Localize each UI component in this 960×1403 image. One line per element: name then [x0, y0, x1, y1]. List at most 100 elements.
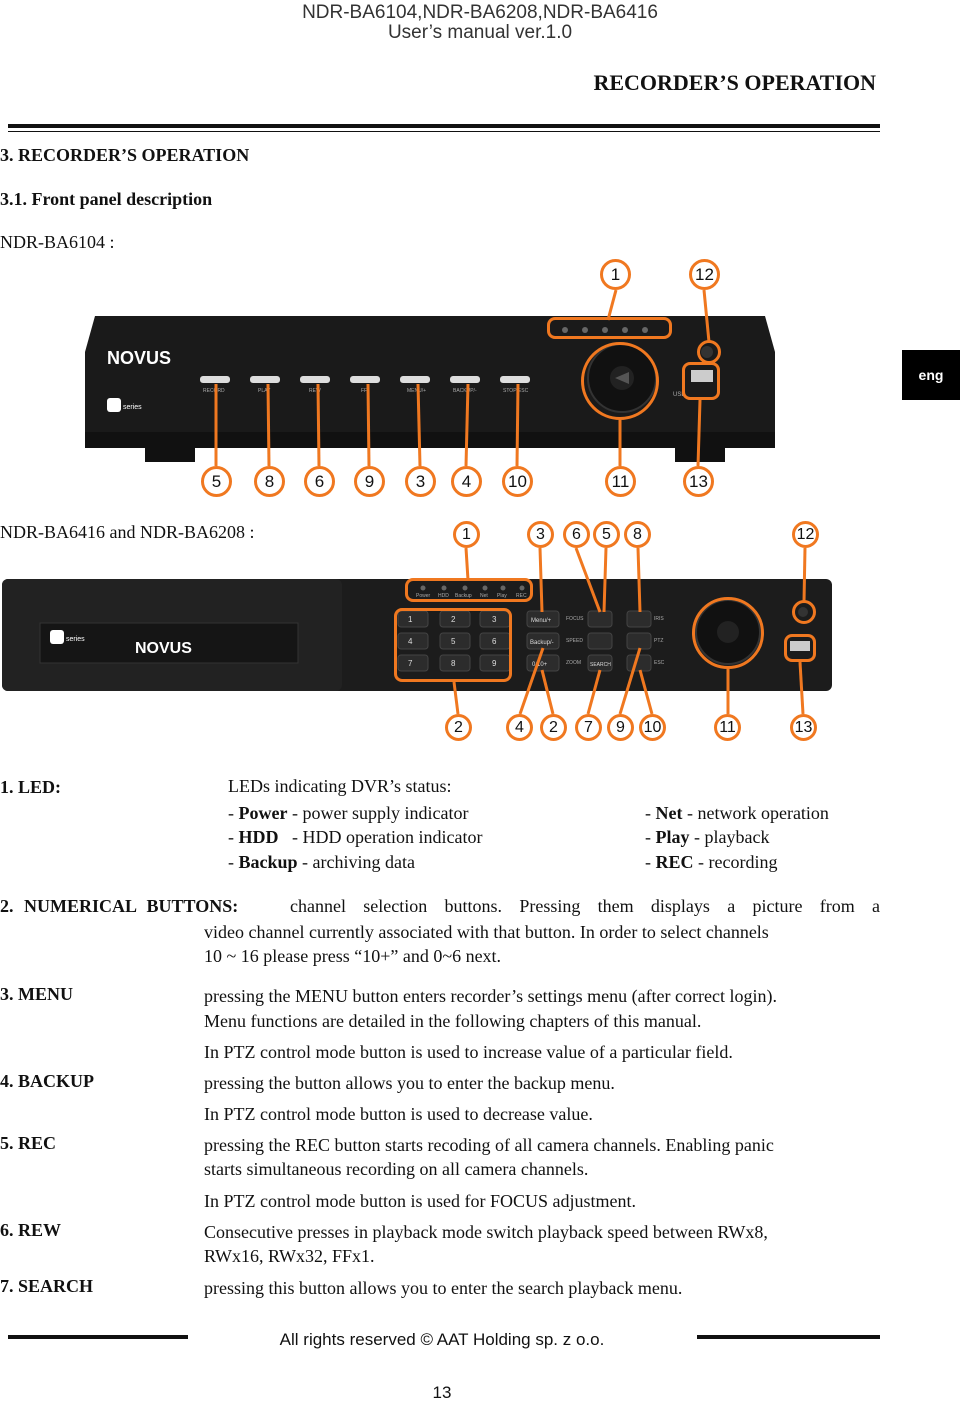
device2-callout-9: 9: [607, 714, 634, 741]
device1-callout-1: 1: [600, 259, 631, 290]
device1-callout-3: 3: [405, 466, 436, 497]
led-right-play: - Play - playback: [645, 827, 770, 847]
svg-text:BACKUP/-: BACKUP/-: [453, 388, 477, 394]
svg-text:REW: REW: [309, 388, 321, 394]
svg-text:PLAY: PLAY: [258, 388, 271, 394]
item-menu-number: 3. MENU: [0, 984, 73, 1004]
numerical-first-line: channel selection buttons. Pressing them…: [290, 896, 880, 916]
language-tab: eng: [902, 350, 960, 400]
footer-copyright: All rights reserved © AAT Holding sp. z …: [279, 1330, 605, 1349]
svg-text:FF: FF: [361, 388, 367, 394]
svg-text:7: 7: [408, 659, 413, 668]
svg-text:6: 6: [492, 637, 497, 646]
led-left-hdd: - HDD - HDD operation indicator: [228, 827, 483, 847]
item-search-number: 7. SEARCH: [0, 1276, 94, 1296]
svg-text:STOP/ESC: STOP/ESC: [503, 388, 529, 394]
device2-arrows-highlight: [692, 597, 764, 669]
rec-line-2: starts simultaneous recording on all cam…: [204, 1159, 589, 1179]
device1-callout-11: 11: [605, 466, 636, 497]
svg-text:1: 1: [408, 615, 413, 624]
device2-series: series: [66, 636, 85, 643]
svg-text:5: 5: [451, 637, 456, 646]
header-manual-version: User’s manual ver.1.0: [387, 22, 573, 43]
item-rec-number: 5. REC: [0, 1133, 57, 1153]
led-left-power: - Power - power supply indicator: [228, 803, 469, 823]
device2-callout-2b: 2: [540, 714, 567, 741]
device2-callout-4: 4: [506, 714, 533, 741]
device1-usb-highlight: [682, 362, 720, 400]
svg-text:Backup: Backup: [455, 593, 472, 599]
device1-series: series: [123, 404, 142, 411]
device1-callout-6: 6: [304, 466, 335, 497]
rec-line-3: In PTZ control mode button is used for F…: [204, 1191, 636, 1211]
device2-callout-10: 10: [639, 714, 666, 741]
device1-brand: NOVUS: [107, 348, 171, 368]
device2-callout-6: 6: [563, 521, 590, 548]
menu-line-2: Menu functions are detailed in the follo…: [204, 1011, 702, 1031]
header-rule-thin: [8, 131, 880, 132]
svg-text:Power: Power: [416, 593, 431, 599]
search-line-1: pressing this button allows you to enter…: [204, 1278, 683, 1298]
svg-text:REC: REC: [516, 593, 527, 599]
device1-callout-10: 10: [502, 466, 533, 497]
footer-rule-right: [697, 1335, 880, 1339]
device1-arrows-highlight: [581, 342, 659, 420]
device1-callout-12: 12: [689, 259, 720, 290]
svg-text:USB: USB: [673, 392, 685, 398]
svg-text:8: 8: [451, 659, 456, 668]
svg-text:9: 9: [492, 659, 497, 668]
item-rew-number: 6. REW: [0, 1220, 62, 1240]
svg-text:SPEED: SPEED: [566, 638, 583, 644]
device2-callout-7: 7: [575, 714, 602, 741]
led-right-net: - Net - network operation: [645, 803, 829, 823]
device2-callout-2a: 2: [445, 714, 472, 741]
svg-text:MENU/+: MENU/+: [407, 388, 426, 394]
svg-text:4: 4: [408, 637, 413, 646]
backup-line-1: pressing the button allows you to enter …: [204, 1073, 615, 1093]
device2-brand: NOVUS: [135, 640, 192, 657]
device2-usb-highlight: [784, 634, 816, 662]
header-models: NDR-BA6104,NDR-BA6208,NDR-BA6416: [302, 2, 658, 23]
svg-text:ZOOM: ZOOM: [566, 660, 581, 666]
item-led-number: 1. LED:: [0, 777, 62, 797]
device2-label: NDR-BA6416 and NDR-BA6208 :: [0, 522, 255, 542]
svg-text:FOCUS: FOCUS: [566, 616, 584, 622]
led-left-backup: - Backup - archiving data: [228, 852, 415, 872]
svg-text:IRIS: IRIS: [654, 616, 664, 622]
header-rule-thick: [8, 124, 880, 128]
svg-text:2: 2: [451, 615, 456, 624]
device1-callout-13: 13: [683, 466, 714, 497]
led-right-rec: - REC - recording: [645, 852, 778, 872]
device1-callout-5: 5: [201, 466, 232, 497]
subsection-heading: 3.1. Front panel description: [0, 189, 213, 209]
svg-text:HDD: HDD: [438, 593, 449, 599]
device2-callout-1: 1: [453, 521, 480, 548]
svg-text:Play: Play: [497, 593, 507, 599]
backup-line-2: In PTZ control mode button is used to de…: [204, 1104, 593, 1124]
numerical-line-2: video channel currently associated with …: [204, 922, 769, 942]
device2-callout-5: 5: [593, 521, 620, 548]
svg-text:3: 3: [492, 615, 497, 624]
numerical-line-3: 10 ~ 16 please press “10+” and 0~6 next.: [204, 946, 502, 966]
rec-line-1: pressing the REC button starts recoding …: [204, 1135, 774, 1155]
device2-callout-8: 8: [624, 521, 651, 548]
device1-label: NDR-BA6104 :: [0, 232, 115, 252]
menu-line-1: pressing the MENU button enters recorder…: [204, 986, 777, 1006]
svg-text:RECORD: RECORD: [203, 388, 225, 394]
chapter-heading: 3. RECORDER’S OPERATION: [0, 145, 250, 165]
item-numerical-number: 2. NUMERICAL BUTTONS:: [0, 896, 239, 916]
section-title: RECORDER’S OPERATION: [593, 70, 876, 95]
device2-keypad-highlight: [394, 608, 512, 682]
rew-line-1: Consecutive presses in playback mode swi…: [204, 1222, 768, 1242]
device2-callout-12: 12: [792, 521, 819, 548]
svg-text:Net: Net: [480, 593, 488, 599]
footer-rule-left: [8, 1335, 188, 1339]
device2-callout-11: 11: [714, 714, 741, 741]
page-number: 13: [432, 1383, 452, 1402]
device1-callout-4: 4: [451, 466, 482, 497]
rew-line-2: RWx16, RWx32, FFx1.: [204, 1246, 375, 1266]
device1-callout-8: 8: [254, 466, 285, 497]
svg-text:SEARCH: SEARCH: [590, 662, 611, 668]
